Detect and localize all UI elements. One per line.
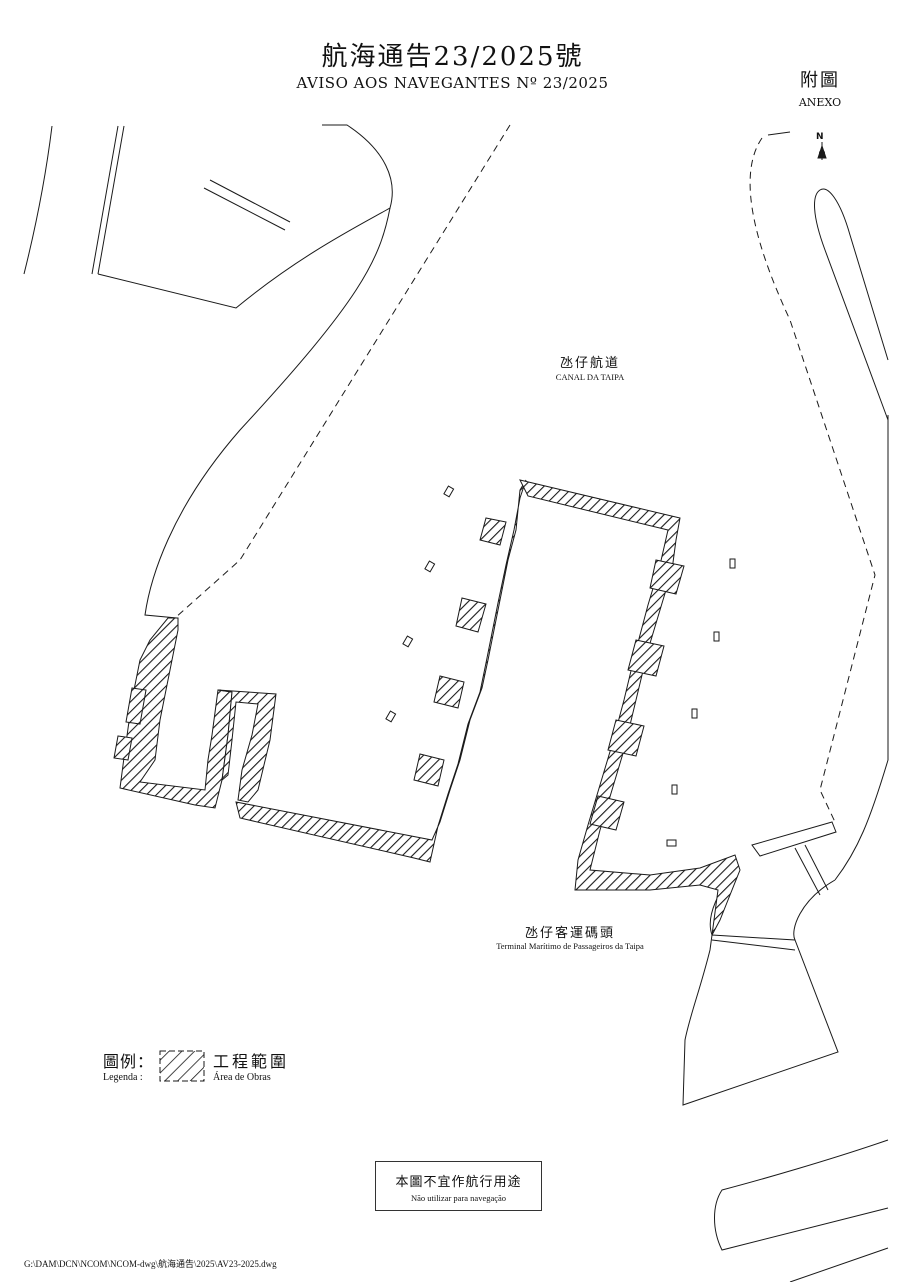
- legend-title-pt: Legenda :: [103, 1072, 143, 1083]
- notice-title-pt: AVISO AOS NAVEGANTES Nº 23/2025: [296, 74, 609, 92]
- pier-branch: [794, 844, 829, 896]
- mooring-block: [443, 485, 455, 498]
- disclaimer-zh: 本圖不宜作航行用途: [395, 1175, 522, 1190]
- road-double-line: [91, 125, 125, 275]
- pier-terminal: [751, 821, 837, 857]
- works-area-main: [519, 479, 741, 936]
- works-area-middle: [235, 479, 527, 863]
- land-terminal: [682, 934, 839, 1106]
- legend-item-zh: 工程範圍: [213, 1052, 290, 1071]
- mooring-block: [385, 710, 397, 723]
- mooring-block: [729, 558, 736, 569]
- notice-title-zh: 航海通告23/2025號: [321, 42, 584, 72]
- mooring-block: [691, 708, 698, 719]
- channel-boundary-left: [174, 124, 511, 619]
- works-strip-5: [649, 559, 685, 595]
- channel-label-zh: 氹仔航道: [559, 356, 620, 371]
- disclaimer-pt: Não utilizar para navegação: [410, 1193, 507, 1203]
- annex-label-pt: ANEXO: [798, 96, 842, 109]
- coastline-left: [23, 125, 53, 275]
- mooring-block: [402, 635, 414, 648]
- works-strip-6: [627, 639, 665, 677]
- land-bottom-right: [714, 1139, 889, 1282]
- annex-label-zh: 附圖: [800, 70, 840, 91]
- works-strip-9: [125, 687, 147, 725]
- island-right: [814, 188, 889, 421]
- channel-label-pt: CANAL DA TAIPA: [555, 372, 625, 382]
- works-strip-4: [413, 753, 445, 787]
- mooring-block: [424, 560, 436, 573]
- works-strip-3: [433, 675, 465, 709]
- works-strip-2: [455, 597, 487, 633]
- mooring-block: [666, 839, 677, 847]
- works-area-left-inner: [217, 689, 277, 803]
- works-strip-8: [589, 795, 625, 831]
- mooring-block: [671, 784, 678, 795]
- file-path: G:\DAM\DCN\NCOM\NCOM-dwg\航海通告\2025\AV23-…: [24, 1259, 277, 1269]
- quay-line-left: [144, 207, 391, 619]
- legend-title-zh: 圖例：: [103, 1052, 155, 1071]
- land-upper-left: [97, 124, 393, 309]
- terminal-label-pt: Terminal Marítimo de Passageiros da Taip…: [496, 941, 644, 951]
- works-strip-10: [113, 735, 133, 761]
- legend-hatch-swatch: [159, 1050, 205, 1082]
- channel-boundary-right: [749, 137, 876, 823]
- works-strip-1: [479, 517, 507, 546]
- mooring-block: [713, 631, 720, 642]
- terminal-label-zh: 氹仔客運碼頭: [524, 926, 615, 941]
- coastline-right: [767, 131, 889, 881]
- works-strip-7: [607, 719, 645, 757]
- north-label: N: [816, 132, 824, 142]
- disclaimer-box: 本圖不宜作航行用途 Não utilizar para navegação: [375, 1161, 542, 1211]
- north-arrow-icon: [817, 142, 827, 160]
- jetty-upper-left: [203, 179, 291, 231]
- legend-item-pt: Área de Obras: [213, 1072, 271, 1083]
